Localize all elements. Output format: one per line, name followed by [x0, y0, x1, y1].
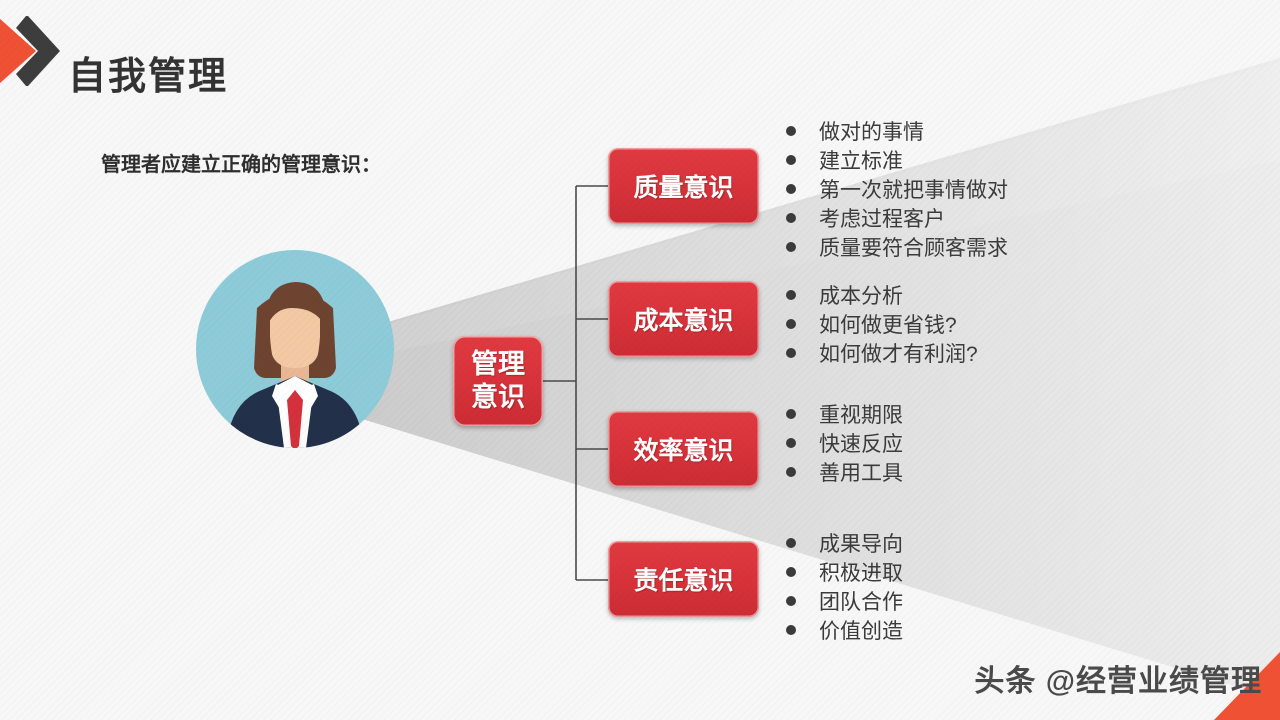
bullet-dot-icon	[786, 347, 796, 358]
bullet-group-responsibility: 成果导向 积极进取 团队合作 价值创造	[786, 528, 903, 644]
list-item: 快速反应	[786, 428, 903, 457]
list-item: 如何做才有利润?	[786, 338, 978, 367]
bullet-text: 第一次就把事情做对	[819, 178, 1008, 202]
bullet-text: 建立标准	[819, 149, 903, 173]
center-node[interactable]: 管理 意识	[453, 336, 543, 426]
bullet-text: 快速反应	[819, 432, 903, 456]
bullet-dot-icon	[786, 466, 796, 477]
bullet-text: 成本分析	[819, 284, 903, 308]
bullet-text: 价值创造	[819, 619, 903, 643]
bullet-text: 质量要符合顾客需求	[819, 236, 1008, 260]
bullet-dot-icon	[786, 537, 796, 548]
bullet-dot-icon	[786, 408, 796, 419]
bullet-dot-icon	[786, 595, 796, 606]
list-item: 重视期限	[786, 399, 903, 428]
bullet-text: 做对的事情	[819, 120, 924, 144]
list-item: 质量要符合顾客需求	[786, 232, 1008, 261]
branch-label: 责任意识	[633, 567, 734, 595]
bullet-dot-icon	[786, 241, 796, 252]
bullet-text: 如何做才有利润?	[819, 342, 978, 366]
header-arrow-icon	[0, 16, 60, 86]
list-item: 积极进取	[786, 557, 903, 586]
bullet-group-efficiency: 重视期限 快速反应 善用工具	[786, 399, 903, 486]
bullet-text: 积极进取	[819, 561, 903, 585]
branch-label: 效率意识	[633, 437, 734, 465]
center-node-line1: 管理	[471, 349, 525, 379]
branch-label: 成本意识	[633, 307, 734, 335]
bullet-text: 重视期限	[819, 403, 903, 427]
branch-box-cost[interactable]: 成本意识	[608, 281, 759, 357]
page-title: 自我管理	[68, 56, 229, 99]
corner-triangle-decoration	[1214, 652, 1280, 720]
bullet-dot-icon	[786, 154, 796, 165]
list-item: 成本分析	[786, 280, 978, 309]
list-item: 成果导向	[786, 528, 903, 557]
watermark: 头条 @经营业绩管理	[974, 665, 1262, 698]
bullet-dot-icon	[786, 566, 796, 577]
bullet-dot-icon	[786, 183, 796, 194]
bullet-group-cost: 成本分析 如何做更省钱? 如何做才有利润?	[786, 280, 978, 367]
bullet-group-quality: 做对的事情 建立标准 第一次就把事情做对 考虑过程客户 质量要符合顾客需求	[786, 116, 1008, 261]
avatar	[196, 250, 394, 448]
branch-label: 质量意识	[633, 174, 734, 202]
bullet-dot-icon	[786, 318, 796, 329]
list-item: 价值创造	[786, 615, 903, 644]
bullet-text: 团队合作	[819, 590, 903, 614]
bullet-dot-icon	[786, 212, 796, 223]
list-item: 善用工具	[786, 457, 903, 486]
center-node-line2: 意识	[471, 382, 525, 412]
list-item: 建立标准	[786, 145, 1008, 174]
list-item: 做对的事情	[786, 116, 1008, 145]
bullet-dot-icon	[786, 437, 796, 448]
branch-box-efficiency[interactable]: 效率意识	[608, 411, 759, 487]
bullet-text: 如何做更省钱?	[819, 313, 957, 337]
intro-text: 管理者应建立正确的管理意识：	[101, 154, 381, 176]
bullet-dot-icon	[786, 289, 796, 300]
bullet-dot-icon	[786, 125, 796, 136]
bullet-text: 考虑过程客户	[819, 207, 945, 231]
list-item: 团队合作	[786, 586, 903, 615]
list-item: 如何做更省钱?	[786, 309, 978, 338]
list-item: 第一次就把事情做对	[786, 174, 1008, 203]
branch-box-responsibility[interactable]: 责任意识	[608, 541, 759, 617]
bullet-text: 善用工具	[819, 461, 903, 485]
bullet-dot-icon	[786, 624, 796, 635]
branch-box-quality[interactable]: 质量意识	[608, 148, 759, 224]
list-item: 考虑过程客户	[786, 203, 1008, 232]
bullet-text: 成果导向	[819, 532, 903, 556]
